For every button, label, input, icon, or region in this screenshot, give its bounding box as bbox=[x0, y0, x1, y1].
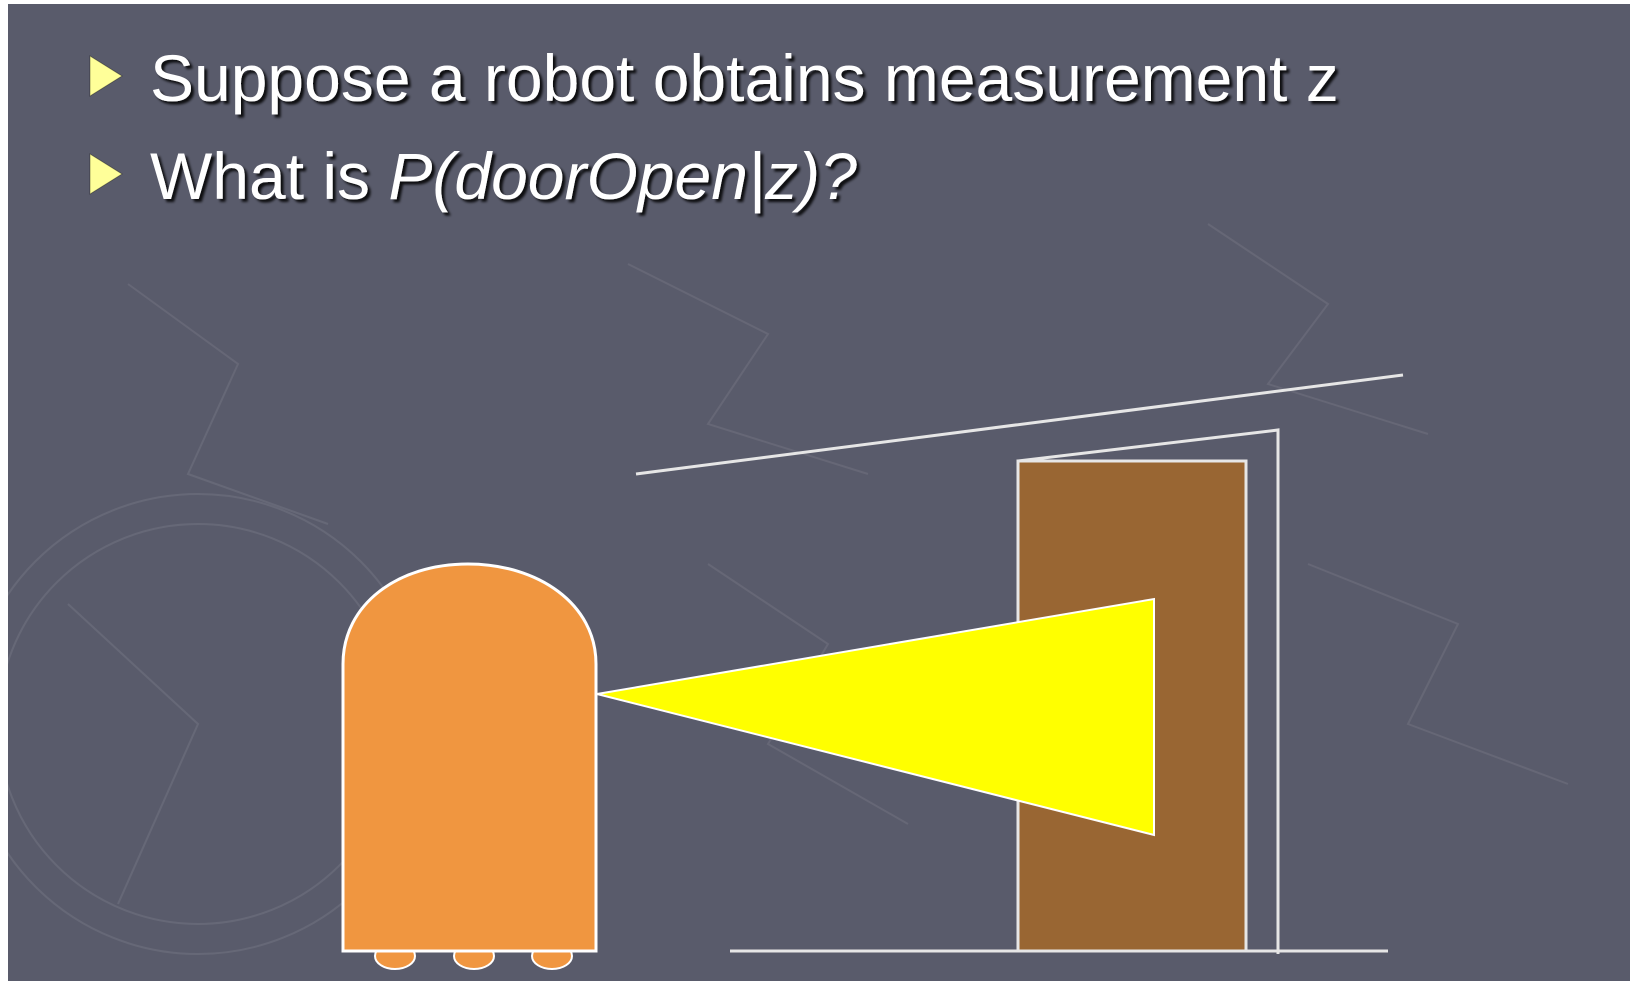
slide-background bbox=[8, 4, 1630, 981]
bullet-item-1: Suppose a robot obtains measurement z bbox=[89, 41, 1339, 115]
bullet-text-1: Suppose a robot obtains measurement z bbox=[150, 41, 1339, 115]
bullet-item-2: What is P(doorOpen|z)? bbox=[89, 139, 857, 215]
bullet-text-2-prefix: What is bbox=[150, 139, 388, 213]
bullet-text-2-emphasis: P(doorOpen|z)? bbox=[388, 139, 857, 215]
bullet-text-2: What is P(doorOpen|z)? bbox=[150, 139, 857, 215]
door-frame bbox=[1017, 428, 1280, 954]
ceiling-line bbox=[635, 373, 1404, 476]
sensor-beam bbox=[596, 597, 1155, 837]
robot-body bbox=[341, 562, 598, 953]
slide: Suppose a robot obtains measurement z Wh… bbox=[8, 4, 1630, 981]
bullet-marker-icon bbox=[89, 55, 123, 97]
bullet-marker-icon bbox=[89, 153, 123, 195]
